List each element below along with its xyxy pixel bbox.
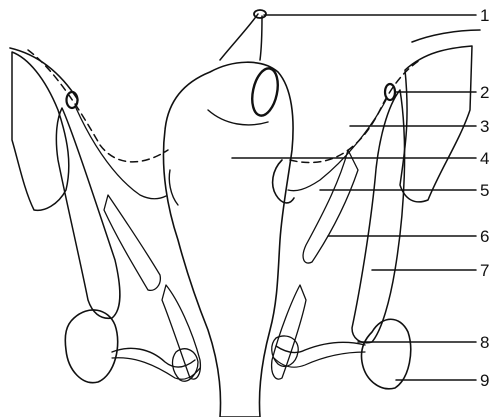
right-obturator-muscle <box>352 90 405 343</box>
right-pudendal-strand <box>276 342 365 352</box>
organ-fold-left <box>169 170 178 205</box>
callout-label-8: 8 <box>480 333 489 352</box>
callout-label-4: 4 <box>480 149 489 168</box>
callout-leaders <box>232 15 476 380</box>
organ-opening <box>248 66 281 118</box>
right-pudendal-strand-2 <box>274 352 365 367</box>
right-ischial-tuberosity <box>361 319 410 389</box>
right-levator-band <box>303 150 358 263</box>
right-fascia-strand <box>288 100 386 191</box>
top-duct-end <box>254 10 266 18</box>
callout-label-9: 9 <box>480 371 489 390</box>
callout-label-2: 2 <box>480 83 489 102</box>
callout-labels: 1 2 3 4 5 6 7 8 9 <box>480 6 489 390</box>
left-wall-band <box>162 285 200 379</box>
central-organ <box>163 62 293 417</box>
left-levator-band <box>104 195 160 290</box>
organ-rim <box>208 110 268 125</box>
right-pelvic-bone <box>400 46 472 202</box>
left-pelvic-bone <box>12 52 69 210</box>
pelvic-floor-illustration <box>10 10 480 417</box>
callout-label-3: 3 <box>480 117 489 136</box>
right-outer-contour <box>412 30 480 42</box>
left-ischial-tuberosity <box>65 310 117 383</box>
organ-fold-right <box>273 160 294 203</box>
callout-label-6: 6 <box>480 227 489 246</box>
callout-label-7: 7 <box>480 261 489 280</box>
peritoneal-dashed-line-right <box>290 60 420 163</box>
callout-label-5: 5 <box>480 181 489 200</box>
top-duct <box>220 14 262 60</box>
callout-label-1: 1 <box>480 6 489 25</box>
